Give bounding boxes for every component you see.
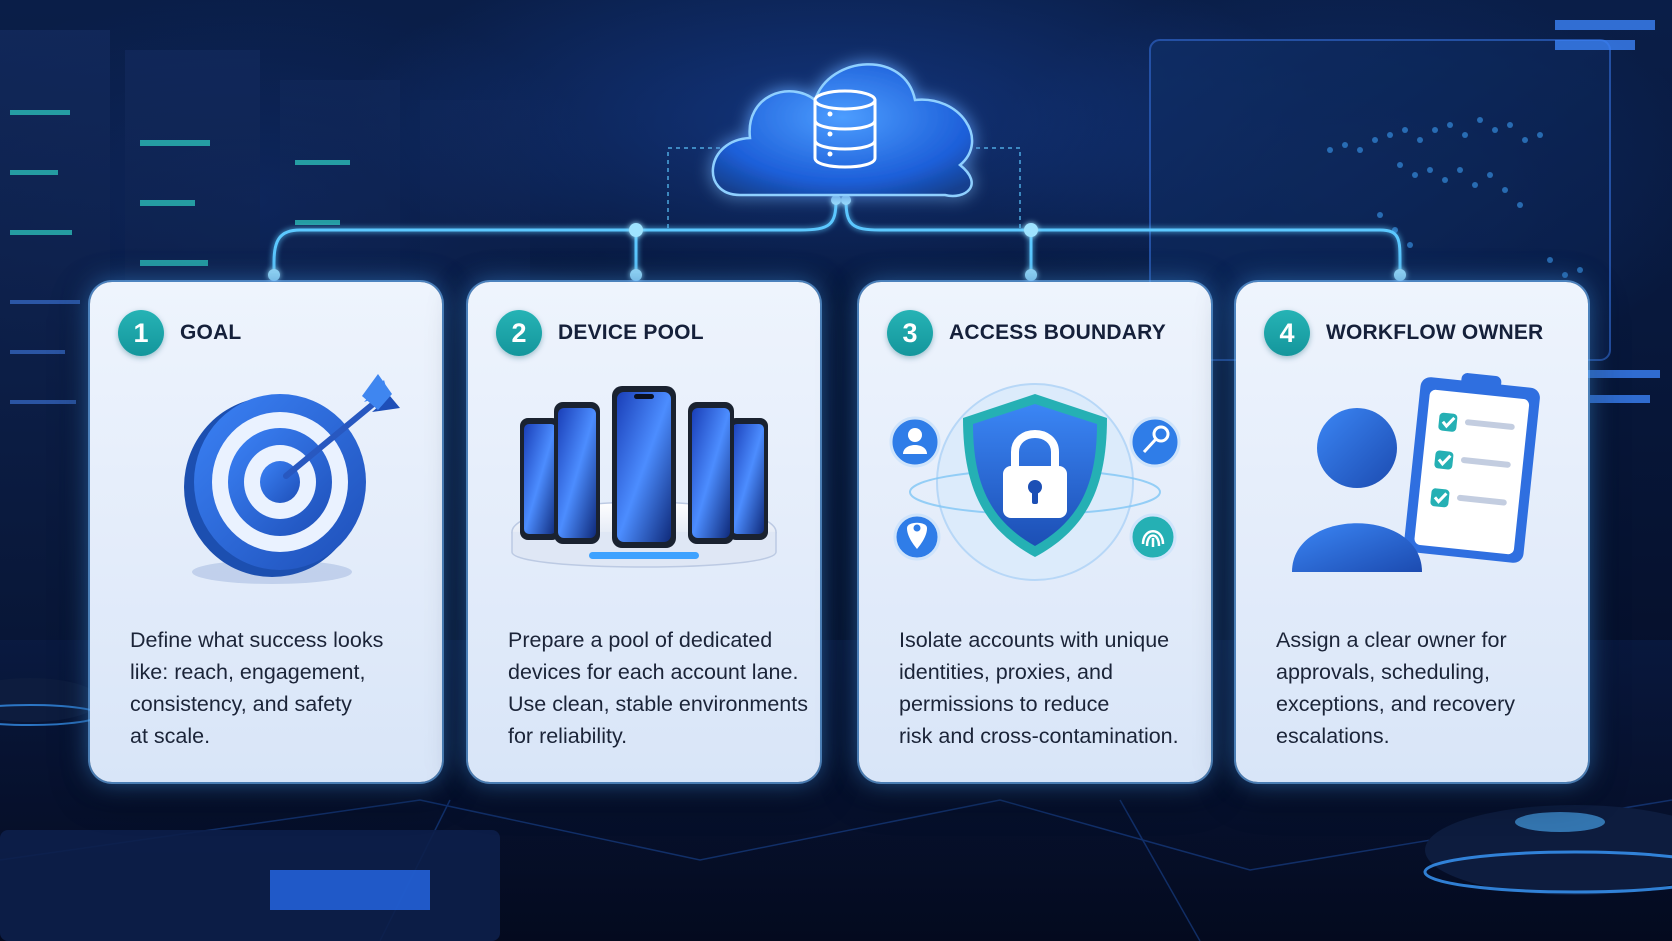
target-arrow-icon — [184, 374, 400, 584]
step-card-goal: 1 GOAL Define what success looks like: r… — [90, 282, 442, 782]
smartphones-stand-icon — [511, 386, 777, 568]
shield-lock-icon — [889, 383, 1181, 581]
step-card-workflow-owner: 4 WORKFLOW OWNER — [1236, 282, 1588, 782]
step-card-device-pool: 2 DEVICE POOL — [468, 282, 820, 782]
step-number-badge: 3 — [887, 310, 933, 356]
key-icon — [1129, 416, 1181, 468]
card-header: 1 GOAL — [118, 310, 241, 356]
card-header: 2 DEVICE POOL — [496, 310, 704, 356]
step-number-badge: 2 — [496, 310, 542, 356]
card-header: 3 ACCESS BOUNDARY — [887, 310, 1166, 356]
card-description: Prepare a pool of dedicated devices for … — [508, 628, 808, 748]
card-title: ACCESS BOUNDARY — [949, 321, 1166, 344]
card-description: Define what success looks like: reach, e… — [130, 628, 384, 748]
user-icon — [889, 416, 941, 468]
location-pin-icon — [893, 513, 941, 561]
card-title: WORKFLOW OWNER — [1326, 321, 1544, 344]
person-checklist-icon — [1292, 373, 1540, 572]
card-description: Assign a clear owner for approvals, sche… — [1276, 628, 1516, 748]
step-card-access-boundary: 3 ACCESS BOUNDARY — [859, 282, 1211, 782]
card-description: Isolate accounts with unique identities,… — [899, 628, 1179, 748]
step-number-badge: 4 — [1264, 310, 1310, 356]
step-number-badge: 1 — [118, 310, 164, 356]
card-header: 4 WORKFLOW OWNER — [1264, 310, 1543, 356]
card-title: DEVICE POOL — [558, 321, 704, 344]
fingerprint-icon — [1129, 513, 1177, 561]
card-title: GOAL — [180, 321, 242, 344]
